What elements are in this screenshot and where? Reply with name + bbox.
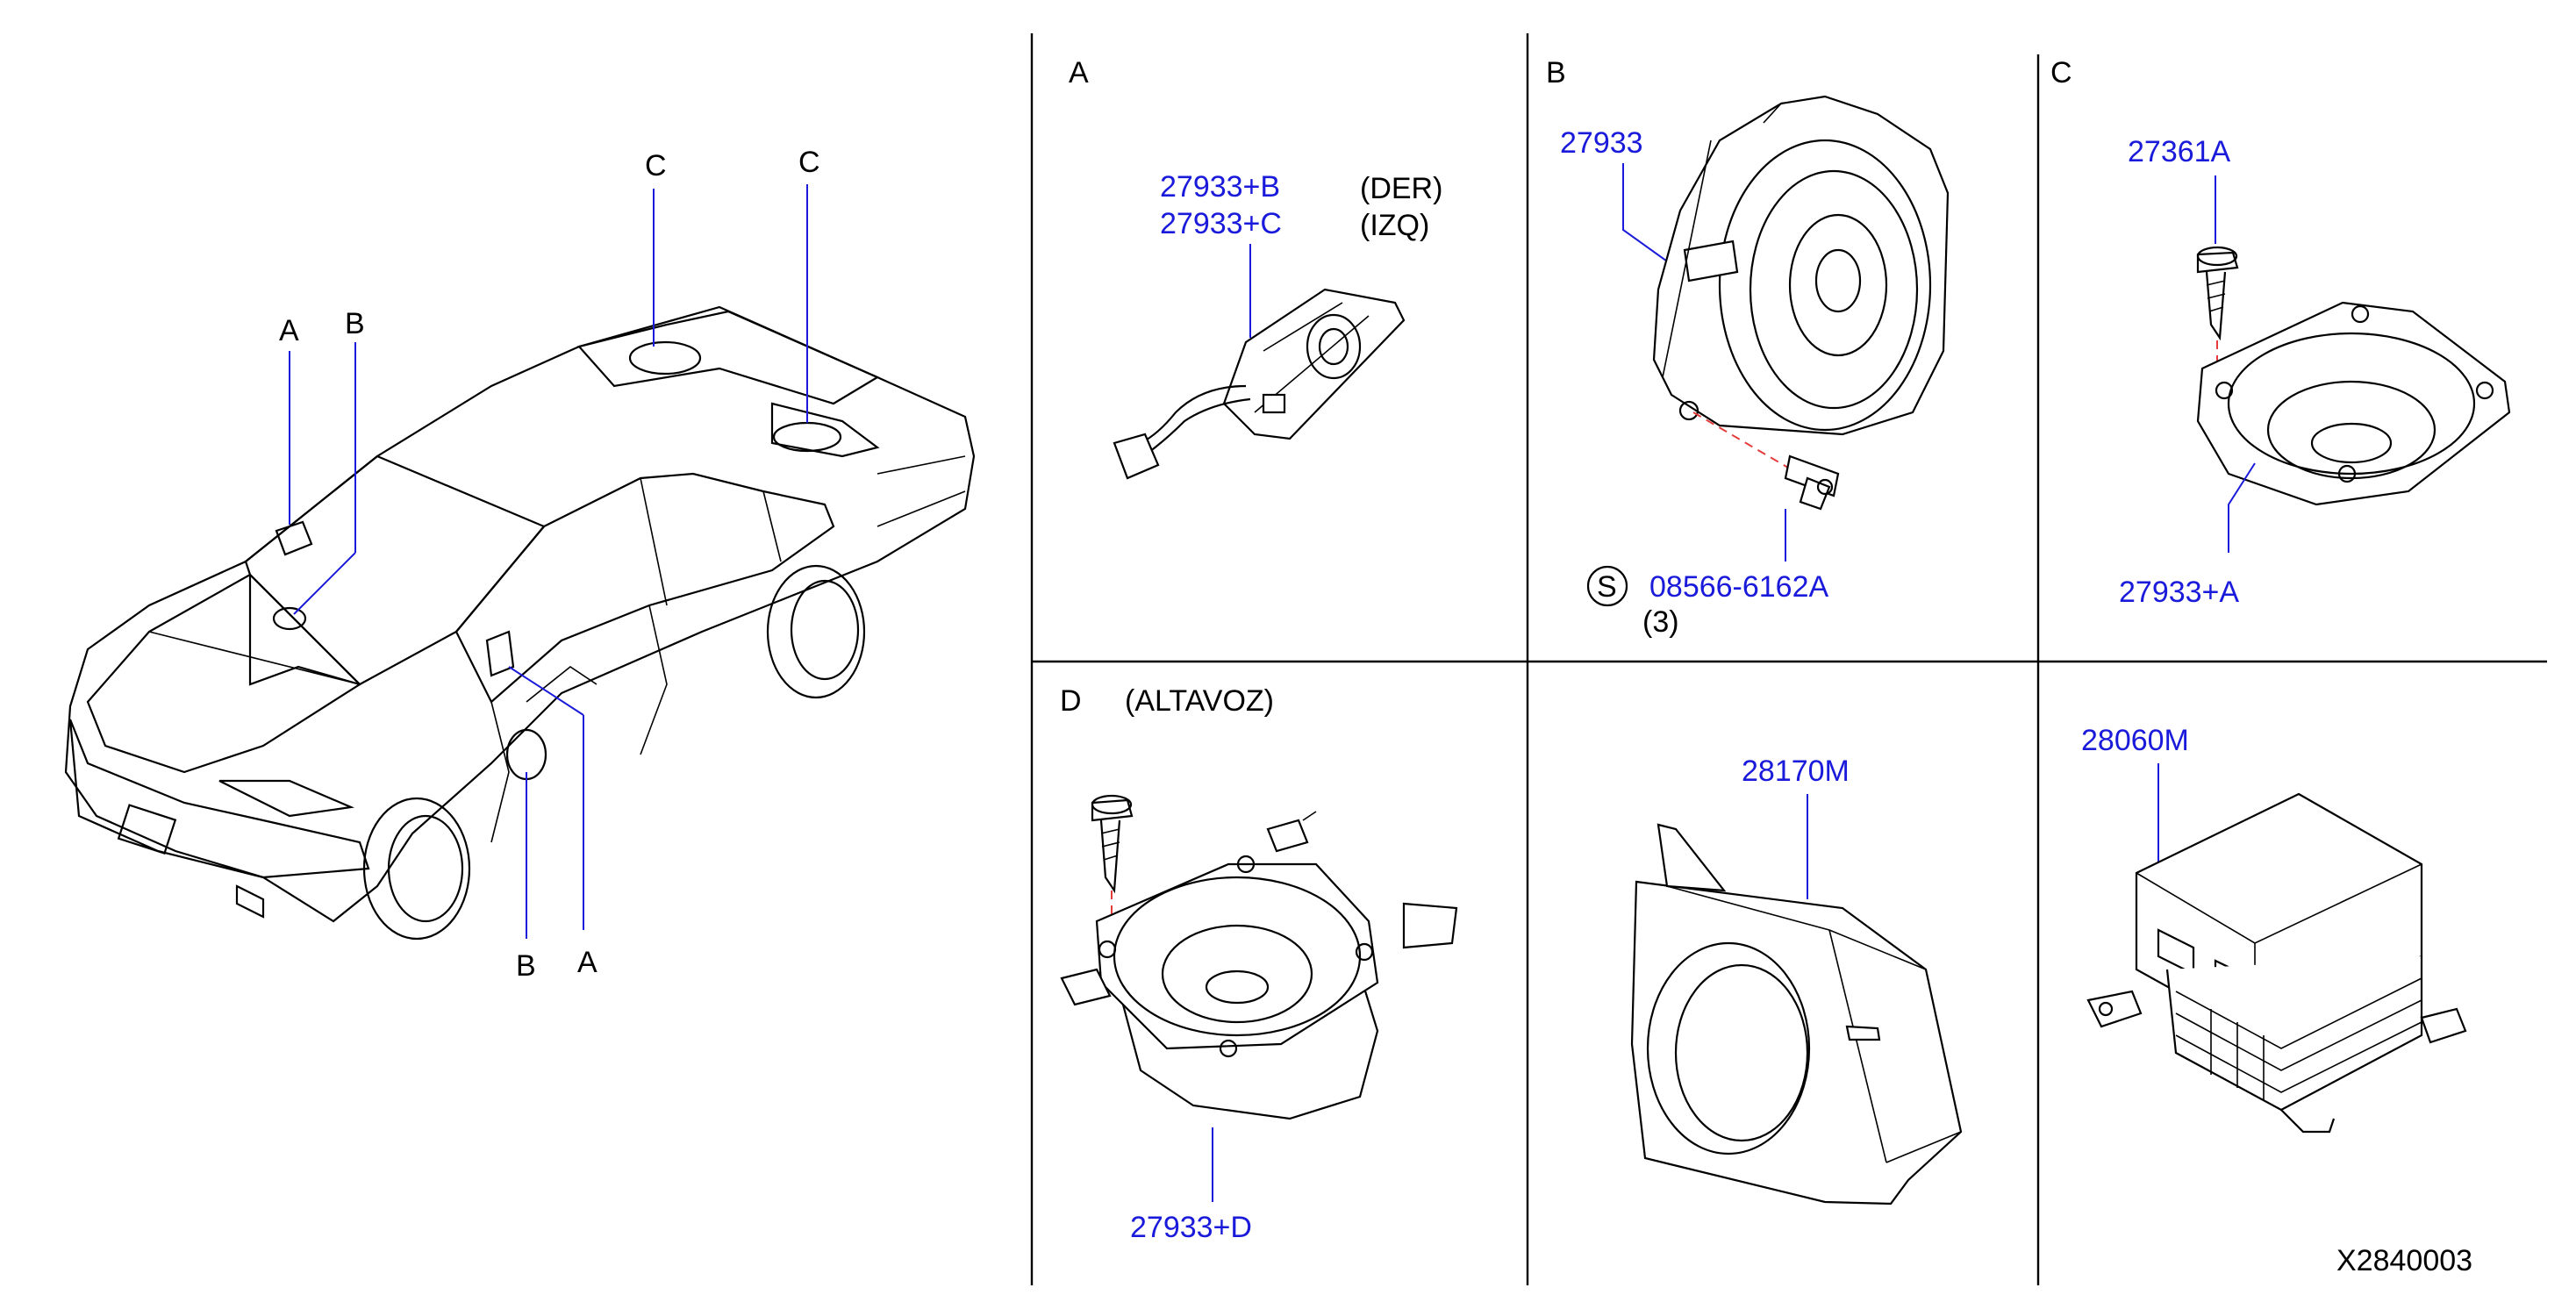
amplifier-drawing (2086, 792, 2467, 1134)
panel-grid (1030, 33, 2547, 1285)
screw-qty: (3) (1642, 605, 1679, 639)
part-27933-a[interactable]: 27933+A (2119, 576, 2239, 609)
car-label-c-front: C (645, 149, 667, 182)
part-27933[interactable]: 27933 (1560, 126, 1643, 160)
panel-d-title: (ALTAVOZ) (1125, 684, 1274, 718)
screw-symbol-s: S (1597, 570, 1617, 604)
door-speaker-drawing (1652, 95, 1950, 436)
subwoofer-box-drawing (1630, 823, 1963, 1205)
front-speaker-drawing (1060, 811, 1458, 1120)
bolt-c-drawing (2196, 246, 2239, 341)
side-izq: (IZQ) (1360, 209, 1429, 242)
bolt-d-drawing (1091, 794, 1134, 894)
part-08566-6162a[interactable]: 08566-6162A (1649, 570, 1829, 604)
car-illustration (64, 184, 976, 941)
panel-c-letter: C (2050, 56, 2072, 89)
car-label-b-top: B (345, 307, 365, 340)
part-27361a[interactable]: 27361A (2128, 135, 2231, 168)
car-label-a-bottom: A (577, 946, 597, 979)
screw-b-drawing (1784, 454, 1840, 511)
part-27933-d[interactable]: 27933+D (1130, 1211, 1252, 1244)
part-27933-c[interactable]: 27933+C (1160, 207, 1282, 240)
part-28060m[interactable]: 28060M (2081, 724, 2189, 757)
rear-speaker-drawing (2196, 301, 2511, 506)
car-label-c-rear: C (798, 146, 820, 179)
part-27933-b[interactable]: 27933+B (1160, 170, 1280, 204)
part-28170m[interactable]: 28170M (1742, 755, 1850, 788)
car-label-a-top: A (279, 314, 299, 347)
panel-a-letter: A (1069, 56, 1089, 89)
side-der: (DER) (1360, 172, 1442, 205)
diagram-id: X2840003 (2336, 1244, 2472, 1277)
tweeter-drawing (1113, 288, 1406, 480)
panel-d-letter: D (1060, 684, 1082, 718)
panel-b-letter: B (1546, 56, 1566, 89)
car-label-b-bottom: B (516, 949, 536, 983)
